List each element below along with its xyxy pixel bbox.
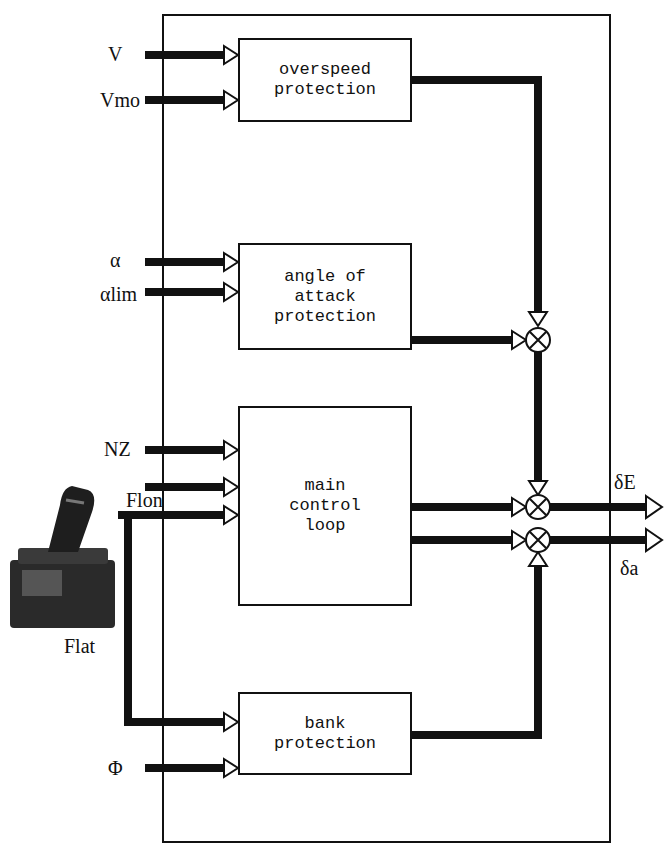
signal-name: δa — [620, 556, 638, 580]
signal-arrows — [118, 55, 646, 768]
signal-name: α — [110, 248, 120, 272]
joystick-illustration — [10, 486, 115, 628]
system-housing — [163, 15, 610, 842]
signal-name: NZ — [104, 437, 131, 461]
signal-name: αlim — [100, 282, 137, 306]
process-box: main control loop — [238, 406, 412, 606]
signal-name: δE — [614, 470, 636, 494]
box-label: main control loop — [268, 476, 382, 536]
signal-name: V — [108, 42, 122, 66]
box-label: angle of attack protection — [268, 267, 382, 327]
box-label: overspeed protection — [268, 60, 382, 100]
multiplier-symbols — [526, 328, 550, 552]
box-label: bank protection — [268, 714, 382, 754]
signal-name: Flon — [126, 488, 163, 512]
signal-name: Φ — [108, 756, 123, 780]
process-box: bank protection — [238, 692, 412, 775]
signal-name: Flat — [64, 634, 95, 658]
signal-name: Vmo — [100, 88, 140, 112]
process-box: overspeed protection — [238, 38, 412, 122]
arrow-heads — [224, 46, 662, 777]
process-box: angle of attack protection — [238, 243, 412, 350]
